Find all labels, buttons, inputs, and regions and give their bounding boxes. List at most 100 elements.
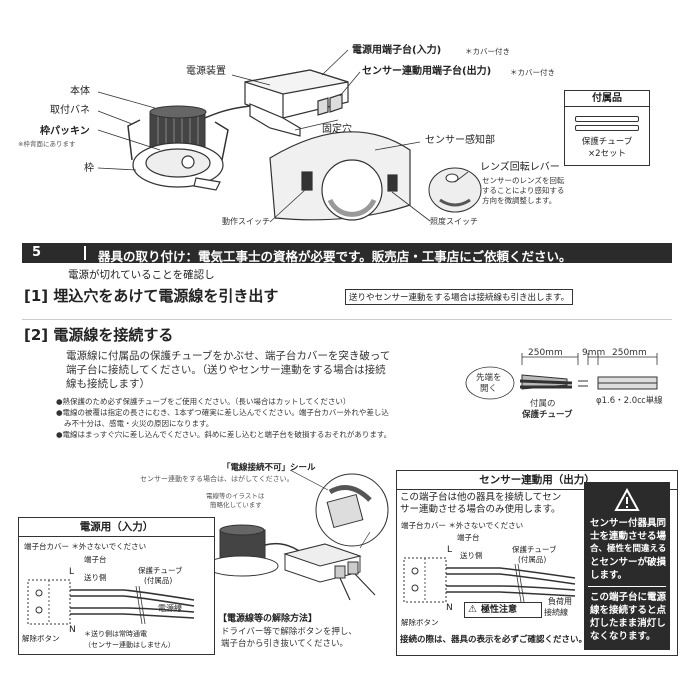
wire-open-tip-1: 先端を [476, 373, 502, 383]
sensor-tube-1: 保護チューブ [512, 545, 557, 554]
warning-triangle-icon [614, 488, 640, 511]
illus-note-1: 電線等のイラストは [206, 492, 265, 500]
label-lens-desc-1: センサーのレンズを回転 [482, 176, 565, 185]
release-text-1: ドライバー等で解除ボタンを押し、 [221, 627, 357, 637]
sensor-load-line-1: 負荷用 [548, 597, 572, 606]
input-power-line: 電源線 [158, 604, 182, 613]
input-terminal-box: 電源用（入力） [18, 517, 215, 655]
connection-illustration [205, 470, 389, 601]
label-mount-spring: 取付バネ [50, 105, 90, 116]
input-tube-2: (付属品) [144, 576, 173, 585]
wire-gauge: φ1.6・2.0㏄単線 [596, 396, 663, 406]
sensor-warning-panel: センサー付器具同 士を連動させる場 合、極性を間違える とセンサーが破損 します… [584, 482, 670, 650]
accessory-qty: ×2セット [587, 149, 627, 159]
label-lens-desc-3: 方向を微調整します。 [482, 196, 557, 205]
accessory-box: 付属品 保護チューブ ×2セット [564, 90, 650, 166]
warn1-line-3: 合、極性を間違える [590, 544, 667, 554]
warn1-line-1: センサー付器具同 [590, 518, 667, 529]
label-frame: 枠 [84, 163, 94, 174]
wire-tube-2: 保護チューブ [522, 410, 573, 420]
tube-icon [575, 125, 639, 131]
warn2-line-2: 線を接続すると点 [590, 605, 667, 616]
section-header: 5 器具の取り付け：電気工事士の資格が必要です。販売店・工事店にご依頼ください。 [22, 243, 672, 264]
release-text-2: 端子台から引き抜いてください。 [221, 639, 348, 649]
warn-divider [588, 586, 666, 587]
label-lens-desc-2: することにより感知する [482, 186, 565, 195]
section-divider [84, 246, 86, 260]
label-sensor-part: センサー感知部 [425, 135, 495, 146]
warn2-line-4: なくなります。 [590, 631, 656, 642]
sensor-release: 解除ボタン [401, 618, 439, 627]
warning-icon: ⚠ [468, 604, 477, 615]
step2-para-3: 線も接続します） [66, 378, 150, 390]
step2-para-1: 電源線に付属品の保護チューブをかぶせ、端子台カバーを突き破って [66, 350, 391, 362]
step2-bullet-3: み不十分は、感電・火災の原因になります。 [64, 419, 214, 428]
warn2-line-1: この端子台に電源 [590, 592, 667, 603]
sensor-box-title: センサー連動用（出力） [397, 471, 677, 490]
sensor-send-side: 送り側 [460, 551, 483, 560]
label-lens-lever: レンズ回転レバー [480, 162, 560, 173]
step2-bullet-2: ●電線の被覆は指定の長さにむき、1本ずつ確実に差し込んでください。端子台カバー外… [56, 408, 389, 417]
wire-tube-1: 付属の [530, 399, 556, 409]
wire-spec-diagram [465, 353, 658, 400]
sensor-desc-2: サー連動させる場合のみ使用します。 [400, 504, 561, 515]
label-cover-note1: ＊カバー付き [465, 47, 510, 56]
sensor-N: N [446, 603, 453, 613]
fixture-illustration [97, 49, 482, 223]
sensor-cover-note: 端子台カバー ＊外さないでください [401, 521, 524, 530]
warn1-line-4: とセンサーが破損 [590, 557, 667, 568]
divider [22, 319, 672, 320]
step2-para-2: 端子台に接続してください。（送りやセンサー連動をする場合は接続 [66, 364, 386, 376]
wire-open-tip-2: 開く [480, 384, 498, 394]
label-body: 本体 [70, 86, 90, 97]
illus-note-2: 簡略化しています [210, 501, 262, 509]
tube-icon [575, 116, 639, 122]
sensor-wiring [403, 557, 576, 603]
accessory-title: 付属品 [565, 91, 649, 107]
sensor-load-line-2: 接続線 [544, 608, 568, 617]
input-L: L [69, 567, 75, 577]
label-power-unit: 電源装置 [186, 66, 226, 77]
wire-len3: 250mm [612, 348, 647, 358]
step2-title: [2] 電源線を接続する [24, 326, 174, 344]
seal-title: 「電線接続不可」シール [222, 463, 316, 473]
polarity-badge: ⚠ 極性注意 [464, 602, 542, 618]
section-number: 5 [32, 245, 42, 260]
label-frame-packing: 枠パッキン [40, 126, 90, 137]
sensor-terminal-label: 端子台 [457, 533, 480, 542]
step1-note: 送りやセンサー連動をする場合は接続線も引き出します。 [345, 289, 574, 305]
step2-bullet-4: ●電線はまっすぐ穴に差し込んでください。斜めに差し込むと端子台を破損するおそれが… [56, 430, 392, 439]
warn2-line-3: 灯したまま消灯し [590, 618, 666, 629]
label-cover-note2: ＊カバー付き [510, 68, 555, 77]
accessory-item: 保護チューブ [581, 137, 633, 147]
polarity-text: 極性注意 [481, 605, 518, 615]
label-packing-note: ※枠背面にあります [18, 140, 76, 148]
step1-pre: 電源が切れていることを確認し [68, 269, 215, 281]
warn1-line-2: 士を連動させる場 [590, 531, 667, 542]
wire-len2: 9mm [582, 348, 606, 358]
sensor-L: L [447, 545, 453, 555]
step1-title: [1] 埋込穴をあけて電源線を引き出す [24, 287, 279, 305]
label-sensor-terminal: センサー連動用端子台(出力) [362, 66, 492, 77]
input-release: 解除ボタン [22, 634, 60, 643]
label-operation-switch: 動作スイッチ [222, 217, 270, 226]
section-title: 器具の取り付け：電気工事士の資格が必要です。販売店・工事店にご依頼ください。 [98, 249, 572, 264]
label-illuminance-switch: 照度スイッチ [430, 217, 478, 226]
input-terminal-label: 端子台 [84, 555, 107, 564]
input-note-2: （センサー連動はしません） [84, 641, 175, 649]
release-title: 【電源線等の解除方法】 [218, 614, 318, 624]
step2-bullet-1: ●熱保護のため必ず保護チューブをご使用ください。（長い場合はカットしてください） [56, 397, 351, 406]
wire-len1: 250mm [528, 348, 563, 358]
seal-note: センサー連動をする場合は、はがしてください。 [140, 475, 294, 483]
sensor-footer: 接続の際は、器具の表示を必ずご確認ください。 [400, 635, 588, 645]
label-fix-hole: 固定穴 [322, 124, 352, 135]
input-cover-note: 端子台カバー ＊外さないでください [24, 542, 147, 551]
sensor-tube-2: (付属品) [518, 555, 547, 564]
input-send-side: 送り側 [84, 573, 107, 582]
input-N: N [69, 625, 76, 635]
input-box-title: 電源用（入力） [19, 518, 214, 537]
input-wiring [27, 579, 195, 625]
label-power-terminal: 電源用端子台(入力) [352, 45, 442, 56]
input-note-1: ＊送り側は常時通電 [84, 630, 147, 638]
input-tube-1: 保護チューブ [138, 566, 183, 575]
